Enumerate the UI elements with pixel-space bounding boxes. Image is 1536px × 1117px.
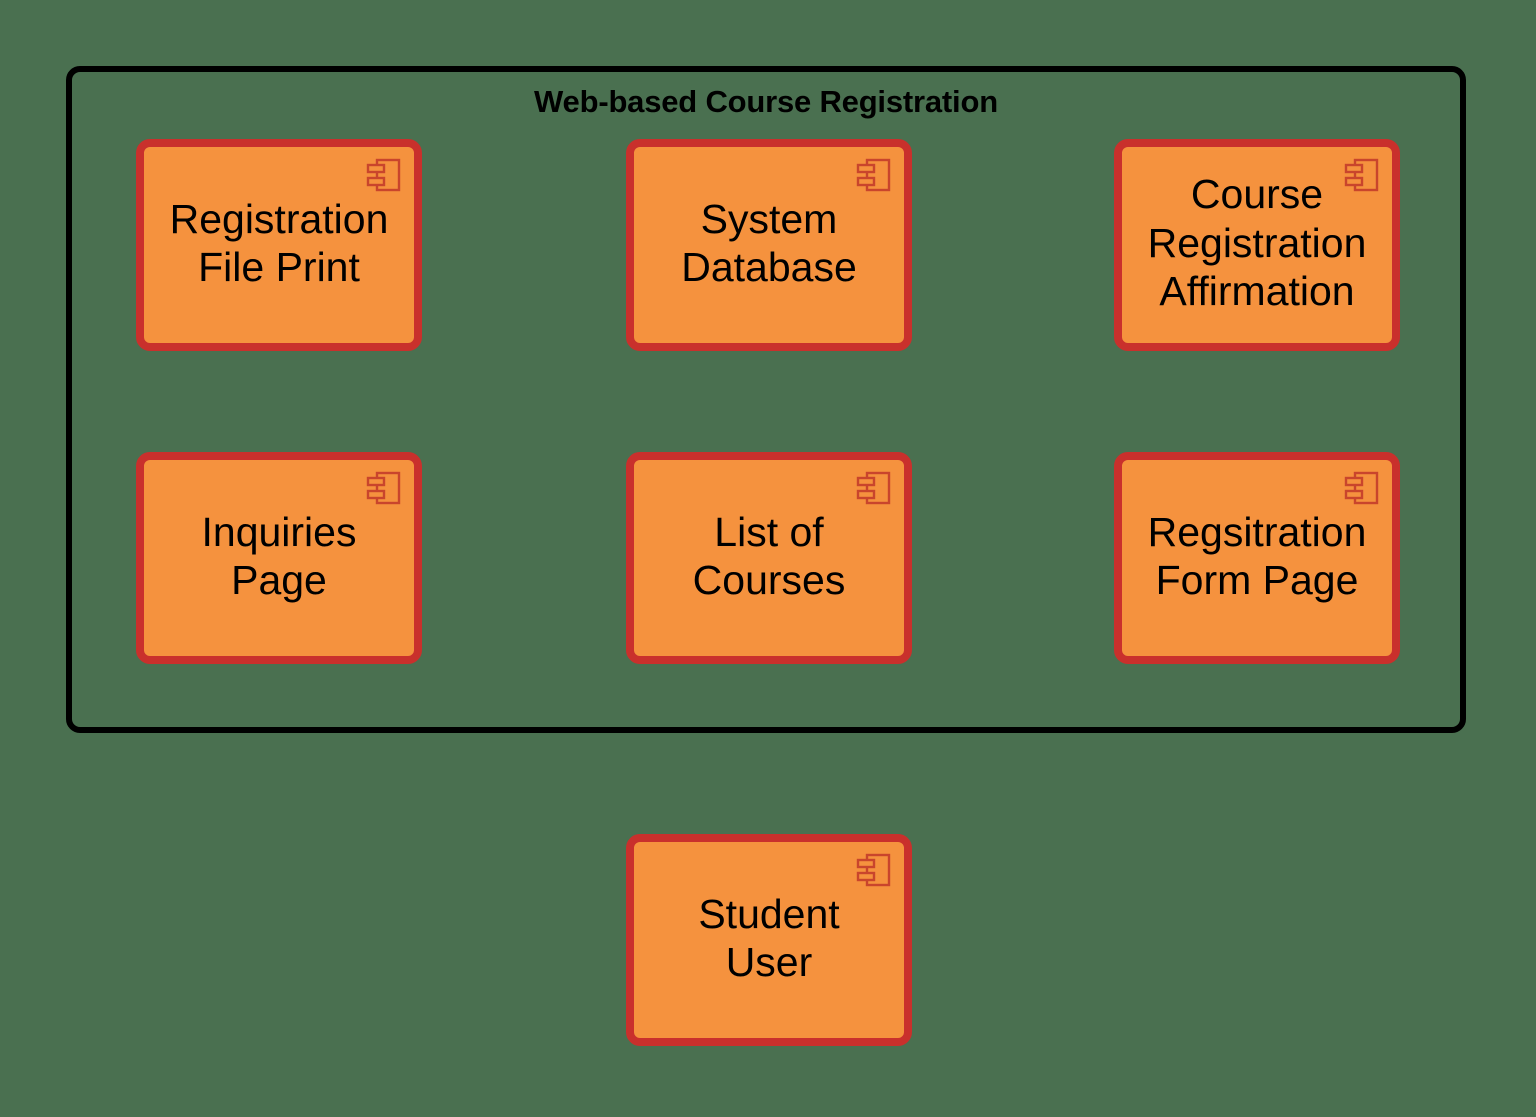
component-course-registration-affirmation[interactable]: Course Registration Affirmation: [1114, 139, 1400, 351]
uml-component-icon: [365, 156, 403, 194]
component-inquiries-page[interactable]: Inquiries Page: [136, 452, 422, 664]
uml-component-icon: [365, 469, 403, 507]
uml-component-icon: [855, 156, 893, 194]
uml-component-icon: [855, 469, 893, 507]
system-boundary-title: Web-based Course Registration: [534, 84, 998, 119]
component-label: Course Registration Affirmation: [1147, 171, 1367, 315]
component-label: System Database: [681, 195, 857, 290]
component-student-user[interactable]: Student User: [626, 834, 912, 1046]
uml-component-icon: [855, 851, 893, 889]
component-label: Inquiries Page: [201, 508, 357, 603]
component-regsitration-form-page[interactable]: Regsitration Form Page: [1114, 452, 1400, 664]
component-system-database[interactable]: System Database: [626, 139, 912, 351]
component-label: Regsitration Form Page: [1147, 508, 1367, 603]
component-list-of-courses[interactable]: List of Courses: [626, 452, 912, 664]
component-label: List of Courses: [692, 508, 846, 603]
component-registration-file-print[interactable]: Registration File Print: [136, 139, 422, 351]
component-label: Student User: [698, 890, 840, 985]
component-label: Registration File Print: [169, 195, 389, 290]
system-boundary: Web-based Course Registration: [66, 66, 1466, 733]
uml-component-icon: [1343, 469, 1381, 507]
